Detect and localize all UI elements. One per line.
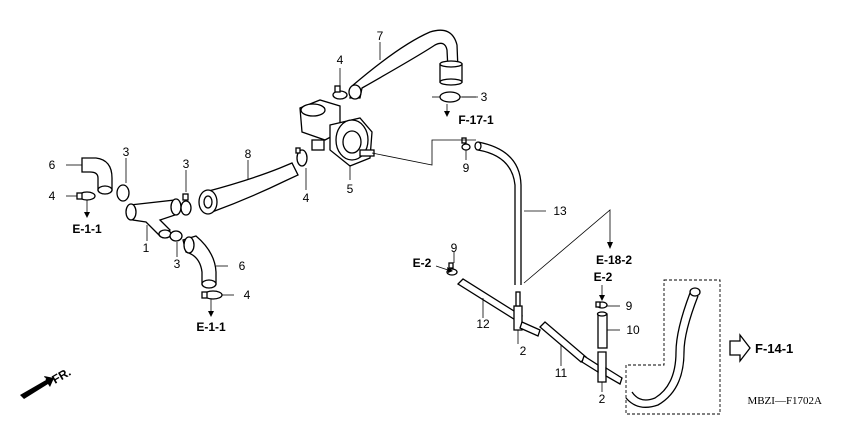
arrow-f14	[729, 333, 751, 363]
callout-6: 6	[49, 158, 56, 172]
valve-5	[299, 99, 375, 167]
elbow-6-bottom	[182, 235, 217, 289]
callout-1: 1	[143, 241, 150, 255]
clamp-3-left	[116, 184, 130, 202]
callout-numbers: 7 4 3 6 3 3 8 4 5 9 13 4 1 3 6 4 9 9 10 …	[49, 29, 640, 406]
callout-9: 9	[626, 299, 633, 313]
ref-e18-2: E-18-2	[596, 253, 632, 267]
front-direction-arrow	[20, 376, 54, 399]
front-label: FR.	[50, 365, 74, 387]
tjoint-2-left	[513, 291, 541, 337]
hose-8	[198, 162, 299, 215]
reference-labels: F-17-1 E-1-1 E-1-1 E-2 E-18-2 E-2 F-14-1…	[50, 113, 823, 407]
diagram-code: MBZI—F1702A	[747, 395, 822, 407]
callout-3: 3	[481, 90, 488, 104]
leader-lines	[66, 42, 620, 392]
tube-12	[456, 278, 524, 322]
clamp-9-top	[461, 143, 471, 151]
callout-11: 11	[555, 366, 568, 380]
callout-3: 3	[123, 145, 130, 159]
elbow-6-top	[81, 157, 113, 195]
callout-4: 4	[337, 53, 344, 67]
clamp-4-mid	[296, 149, 308, 167]
callout-2: 2	[520, 344, 527, 358]
callout-3: 3	[174, 257, 181, 271]
callout-8: 8	[245, 147, 252, 161]
callout-4: 4	[303, 191, 310, 205]
callout-10: 10	[626, 323, 640, 337]
callout-12: 12	[476, 317, 490, 331]
ref-e1-1-top: E-1-1	[72, 222, 102, 236]
tube-10	[596, 311, 608, 349]
ref-f14-1: F-14-1	[755, 341, 793, 356]
tjoint-2-right	[581, 351, 623, 385]
inset-box	[625, 279, 721, 415]
callout-7: 7	[377, 29, 384, 43]
pipe-13	[474, 141, 522, 285]
callout-4: 4	[244, 288, 251, 302]
callout-3: 3	[183, 157, 190, 171]
callout-13: 13	[553, 204, 567, 218]
clamp-3-mid	[180, 200, 192, 216]
callout-9: 9	[451, 241, 458, 255]
callout-9: 9	[463, 161, 470, 175]
ref-f17-1: F-17-1	[458, 113, 494, 127]
ring-3-top	[439, 91, 461, 103]
ref-e1-1-bottom: E-1-1	[196, 320, 226, 334]
callout-2: 2	[599, 392, 606, 406]
ref-e2-left: E-2	[413, 256, 432, 270]
clamp-4-top	[332, 85, 348, 100]
tube-11	[539, 321, 587, 363]
callout-5: 5	[347, 182, 354, 196]
hose-7	[348, 29, 463, 100]
ref-e2-right: E-2	[594, 270, 613, 284]
callout-6: 6	[239, 259, 246, 273]
callout-4: 4	[49, 189, 56, 203]
clamp-3-low	[169, 230, 183, 242]
